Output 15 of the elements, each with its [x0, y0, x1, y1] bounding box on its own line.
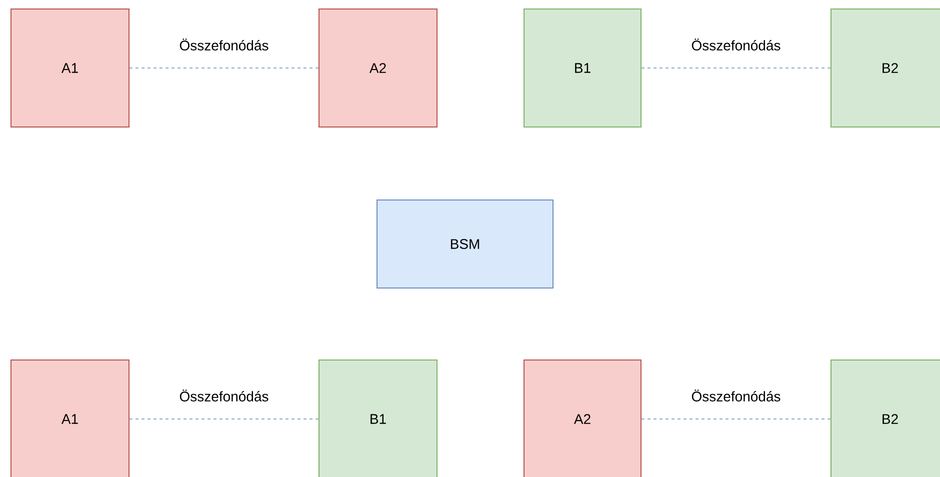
process-box: BSM: [376, 200, 554, 288]
process-box: A2: [318, 8, 438, 128]
edge-label: Összefonódás: [692, 38, 780, 50]
edge-label: Összefonódás: [180, 38, 268, 50]
process-box: B2: [830, 8, 940, 128]
edge-label: Összefonódás: [692, 390, 780, 402]
process-box: B1: [318, 360, 438, 477]
process-box: A1: [10, 8, 130, 128]
process-box: B1: [524, 8, 642, 128]
process-box: A2: [524, 360, 642, 477]
edge-label: Összefonódás: [180, 390, 268, 402]
process-box: A1: [10, 360, 130, 477]
connector-line: [129, 418, 319, 420]
process-box: B2: [830, 360, 940, 477]
connector-line: [641, 418, 831, 420]
